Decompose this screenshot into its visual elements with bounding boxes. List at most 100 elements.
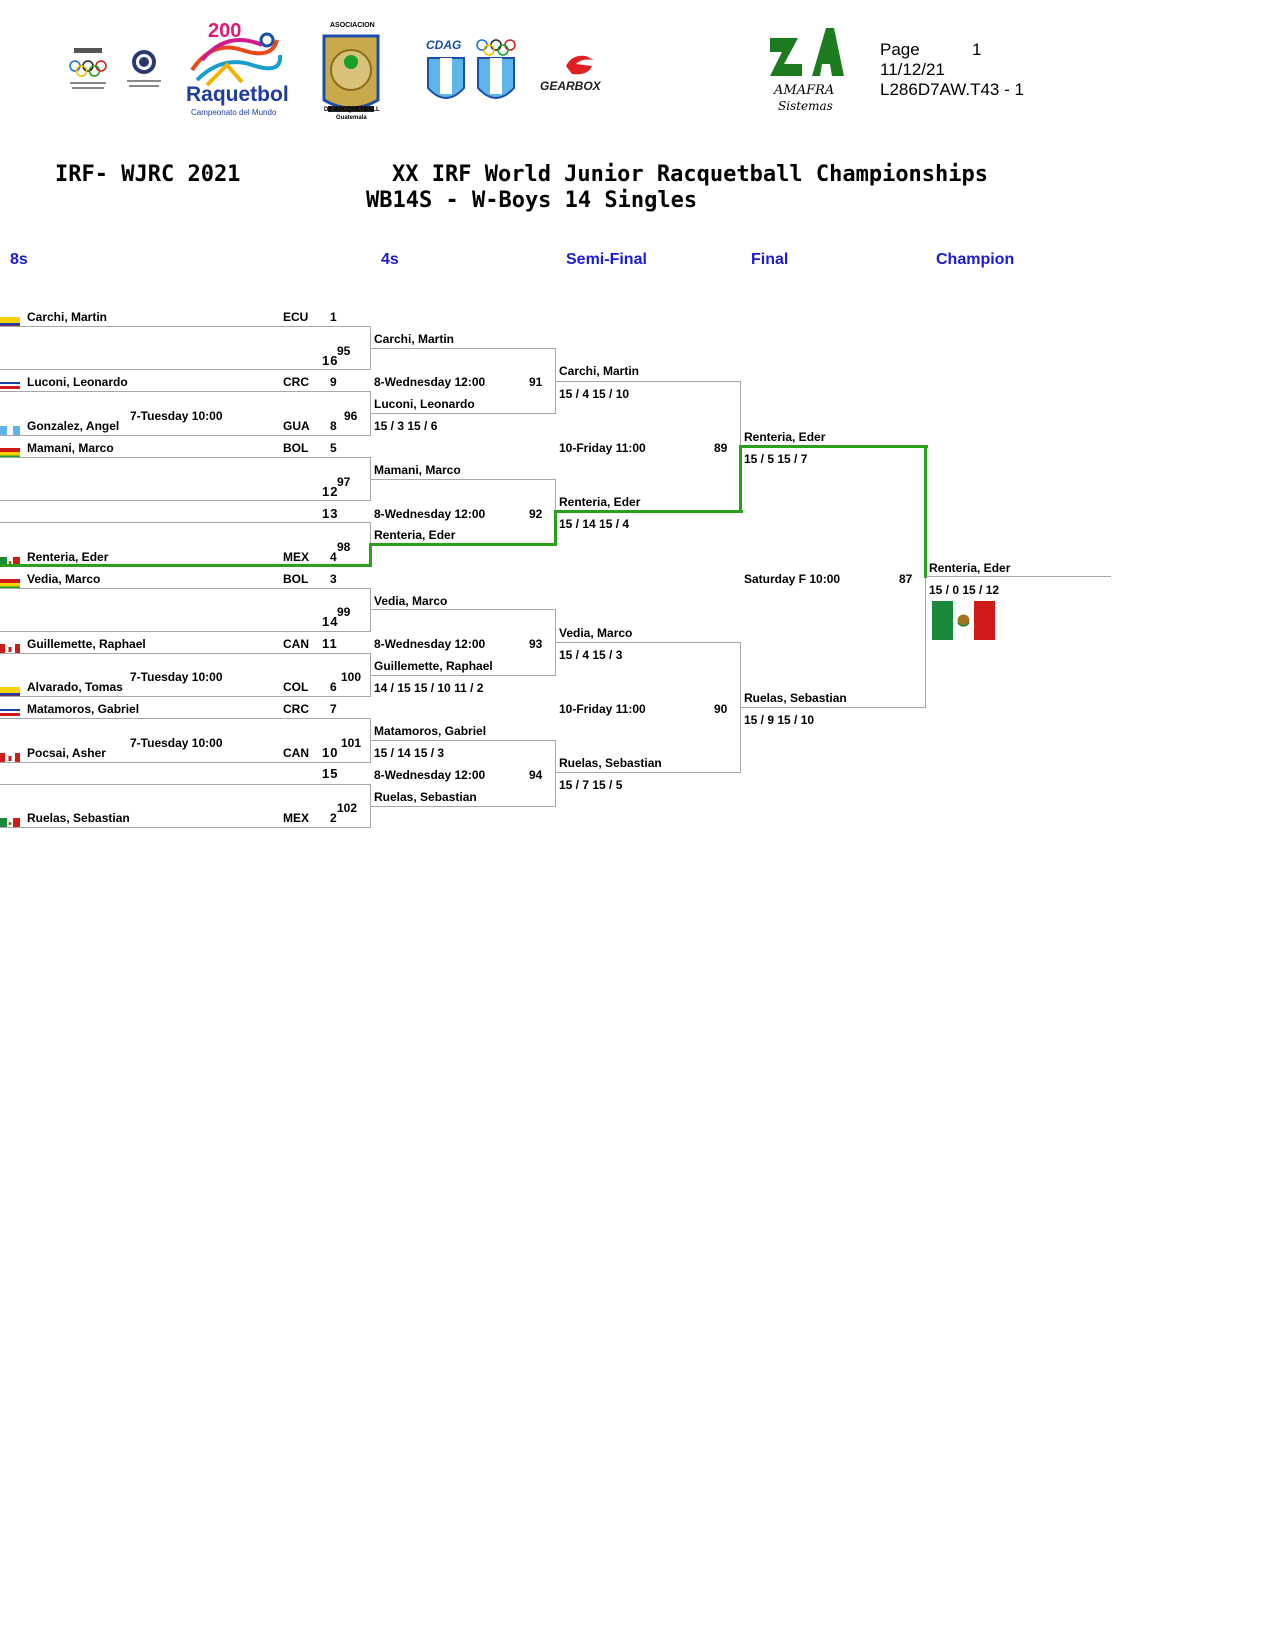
- match-number: 87: [899, 572, 913, 586]
- match-time: 7-Tuesday 10:00: [130, 670, 223, 684]
- bracket-line: [370, 413, 556, 414]
- logo-amafra-mark: [768, 24, 844, 84]
- mexico-flag: [932, 601, 995, 640]
- division-title: WB14S - W-Boys 14 Singles: [366, 188, 698, 213]
- logo-ministry: [124, 46, 164, 96]
- player-name: Vedia, Marco: [27, 572, 101, 586]
- player-seed: 9: [330, 375, 337, 389]
- bracket-line: [0, 718, 371, 719]
- round-header-4s: 4s: [381, 251, 399, 268]
- bracket-line: [0, 762, 371, 763]
- winner-path-line: [924, 445, 927, 578]
- player-seed: 5: [330, 441, 337, 455]
- logo-asociacion-badge: [320, 20, 382, 124]
- bolivia-flag: [0, 446, 20, 457]
- bracket-line: [555, 381, 741, 382]
- player-country: BOL: [283, 572, 309, 586]
- bracket-line: [0, 326, 371, 327]
- player-country: CAN: [283, 637, 309, 651]
- match-number: 91: [529, 375, 543, 389]
- bracket-line: [0, 696, 371, 697]
- player-name: Renteria, Eder: [559, 495, 641, 509]
- logo-raquetbol-text: Raquetbol: [186, 83, 289, 106]
- champion-score: 15 / 0 15 / 12: [929, 583, 1000, 597]
- match-number: 100: [341, 670, 362, 684]
- player-name: Renteria, Eder: [744, 430, 826, 444]
- player-seed: 7: [330, 702, 337, 716]
- player-seed: 2: [330, 811, 337, 825]
- bracket-line: [740, 381, 741, 447]
- match-number: 97: [337, 475, 351, 489]
- bracket-line: [0, 391, 371, 392]
- bracket-line: [0, 500, 371, 501]
- logo-olympic-rings-small: [474, 38, 518, 56]
- player-seed: 8: [330, 419, 337, 433]
- bracket-line: [555, 740, 556, 807]
- logo-amafra-text: AMAFRA: [774, 83, 835, 98]
- player-name: Ruelas, Sebastian: [744, 691, 847, 705]
- player-country: MEX: [283, 811, 310, 825]
- match-time: 10-Friday 11:00: [559, 441, 646, 455]
- match-number: 94: [529, 768, 543, 782]
- player-name: Luconi, Leonardo: [374, 397, 475, 411]
- player-country: CAN: [283, 746, 309, 760]
- bracket-line: [370, 479, 556, 480]
- logo-olympic-committee: [66, 46, 110, 96]
- match-number: 99: [337, 605, 351, 619]
- match-time: 8-Wednesday 12:00: [374, 637, 486, 651]
- player-country: ECU: [283, 310, 309, 324]
- match-score: 15 / 4 15 / 10: [559, 387, 630, 401]
- costa-rica-flag: [0, 707, 20, 718]
- winner-path-line: [739, 445, 928, 448]
- player-seed: 11: [322, 636, 338, 651]
- player-name: Mamani, Marco: [374, 463, 461, 477]
- bracket-line: [740, 707, 926, 708]
- match-score: 15 / 3 15 / 6: [374, 419, 438, 433]
- player-country: CRC: [283, 375, 309, 389]
- player-name: Ruelas, Sebastian: [27, 811, 130, 825]
- bracket-line: [0, 369, 371, 370]
- round-header-final: Final: [751, 251, 789, 268]
- player-name: Matamoros, Gabriel: [27, 702, 140, 716]
- bracket-line: [0, 435, 371, 436]
- logo-raquetbol-200: [182, 20, 283, 120]
- bracket-line: [555, 772, 741, 773]
- player-country: GUA: [283, 419, 310, 433]
- player-name: Gonzalez, Angel: [27, 419, 120, 433]
- match-number: 93: [529, 637, 543, 651]
- player-name: Vedia, Marco: [559, 626, 633, 640]
- match-number: 90: [714, 702, 728, 716]
- player-seed: 1: [330, 310, 337, 324]
- player-name: Luconi, Leonardo: [27, 375, 128, 389]
- match-number: 92: [529, 507, 543, 521]
- event-main-title: XX IRF World Junior Racquetball Champion…: [392, 162, 989, 187]
- match-number: 98: [337, 540, 351, 554]
- player-seed: 4: [330, 550, 337, 564]
- player-seed: 6: [330, 680, 337, 694]
- match-score: 15 / 14 15 / 4: [559, 517, 630, 531]
- event-short-title: IRF- WJRC 2021: [55, 162, 241, 187]
- player-seed: 12: [322, 484, 339, 499]
- player-name: Pocsai, Asher: [27, 746, 106, 760]
- player-seed: 16: [322, 353, 339, 368]
- player-name: Ruelas, Sebastian: [559, 756, 662, 770]
- match-score: 15 / 7 15 / 5: [559, 778, 623, 792]
- bracket-line: [0, 457, 371, 458]
- logo-asociacion-city-text: Guatemala: [336, 115, 367, 121]
- winner-path-line: [739, 445, 742, 513]
- bracket-line: [555, 642, 741, 643]
- player-name: Mamani, Marco: [27, 441, 114, 455]
- player-seed: 15: [322, 766, 339, 781]
- bracket-line: [555, 479, 556, 513]
- mexico-flag: [0, 816, 20, 827]
- player-seed: 14: [322, 614, 339, 629]
- match-time: 7-Tuesday 10:00: [130, 409, 223, 423]
- player-name: Carchi, Martin: [559, 364, 640, 378]
- bracket-line: [0, 784, 371, 785]
- match-number: 102: [337, 801, 358, 815]
- match-time: 7-Tuesday 10:00: [130, 736, 223, 750]
- match-number: 101: [341, 736, 362, 750]
- match-time: 8-Wednesday 12:00: [374, 375, 486, 389]
- winner-path-line: [369, 543, 372, 567]
- logo-guatemala-shield-1: [426, 56, 466, 108]
